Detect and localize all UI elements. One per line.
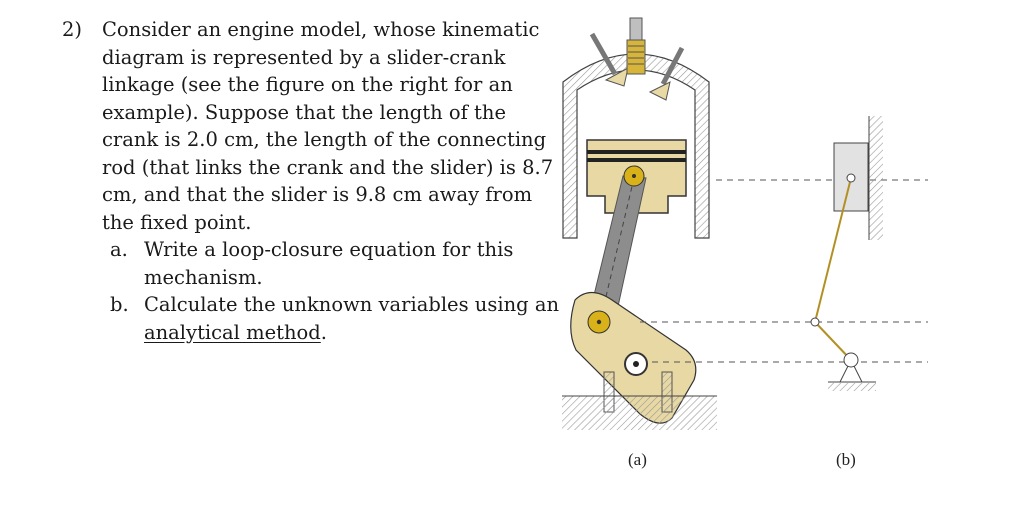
- part-a: a. Write a loop-closure equation for thi…: [62, 236, 562, 291]
- coupler-link: [814, 177, 852, 323]
- part-a-letter: a.: [110, 238, 128, 261]
- part-b: b. Calculate the unknown variables using…: [62, 291, 562, 346]
- crank-joint: [810, 317, 820, 327]
- intake-valve: [589, 32, 629, 87]
- slider-crank-figure: [562, 17, 928, 430]
- part-b-text-end: .: [320, 320, 327, 344]
- part-b-letter: b.: [110, 293, 129, 316]
- question-number: 2): [62, 18, 83, 41]
- part-a-text: Write a loop-closure equation for this m…: [144, 238, 514, 289]
- slider-joint: [846, 173, 856, 183]
- engine-sketch: [562, 17, 717, 430]
- question-text: Consider an engine model, whose kinemati…: [102, 18, 554, 234]
- crank-link: [814, 321, 852, 361]
- part-b-text: Calculate the unknown variables using an…: [144, 291, 562, 346]
- reference-lines: [640, 179, 928, 363]
- caption-b: (b): [836, 450, 856, 469]
- kinematic-diagram: [810, 116, 883, 391]
- caption-a: (a): [628, 450, 647, 469]
- spark-plug: [626, 17, 646, 75]
- ground-support: [562, 371, 717, 430]
- problem-statement: 2) Consider an engine model, whose kinem…: [62, 16, 562, 346]
- slider-wall: [869, 116, 883, 240]
- exhaust-valve: [648, 46, 685, 101]
- part-b-underlined-term: analytical method: [144, 320, 321, 344]
- part-b-text-start: Calculate the unknown variables using an: [144, 293, 560, 316]
- question-row: 2) Consider an engine model, whose kinem…: [62, 16, 562, 236]
- fixed-pivot: [828, 352, 876, 391]
